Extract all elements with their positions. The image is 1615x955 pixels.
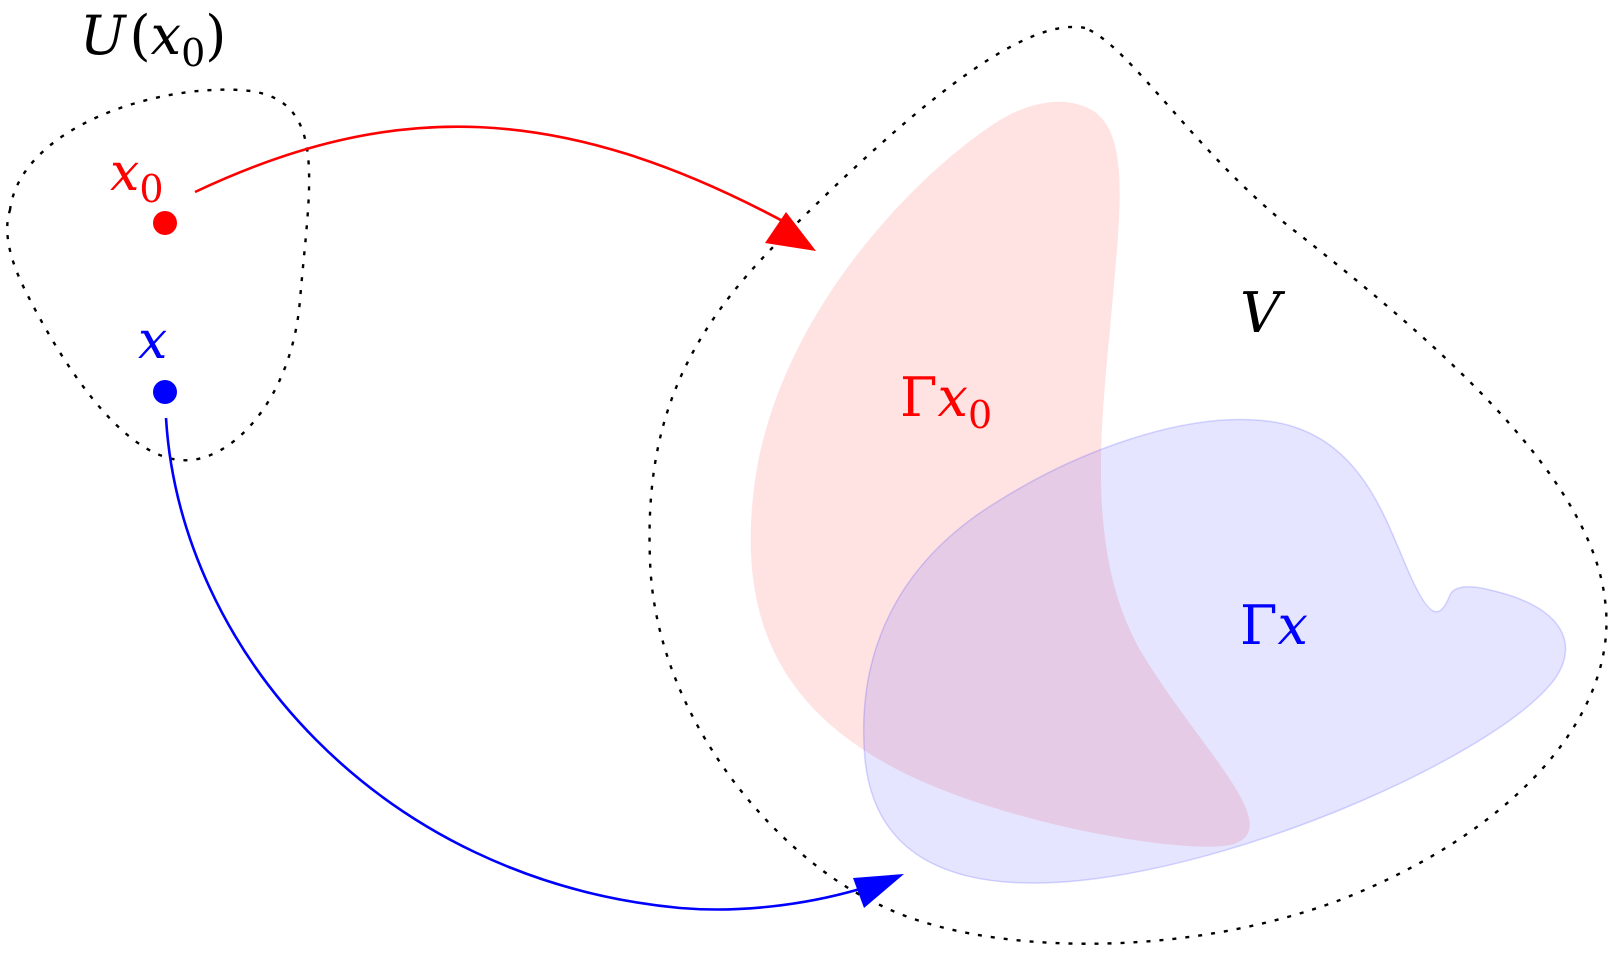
arrow-head-red	[765, 212, 816, 251]
map-arrow-x0	[194, 125, 791, 227]
image-x-region	[862, 418, 1567, 884]
neighborhood-label: U(x0)	[80, 4, 226, 75]
set-v-outline	[648, 25, 1608, 945]
image-x0-label: Γx0	[900, 366, 992, 437]
point-x-label: x	[138, 311, 167, 371]
image-x-label: Γx	[1240, 594, 1308, 657]
neighborhood-u-outline	[6, 88, 311, 462]
map-arrow-x	[164, 417, 861, 911]
set-v-label: V	[1240, 281, 1286, 346]
point-x0-label: x0	[110, 143, 164, 211]
point-x-dot	[153, 380, 177, 404]
image-x0-region	[750, 101, 1250, 847]
arrow-head-blue	[853, 874, 904, 908]
point-x0-dot	[153, 211, 177, 235]
